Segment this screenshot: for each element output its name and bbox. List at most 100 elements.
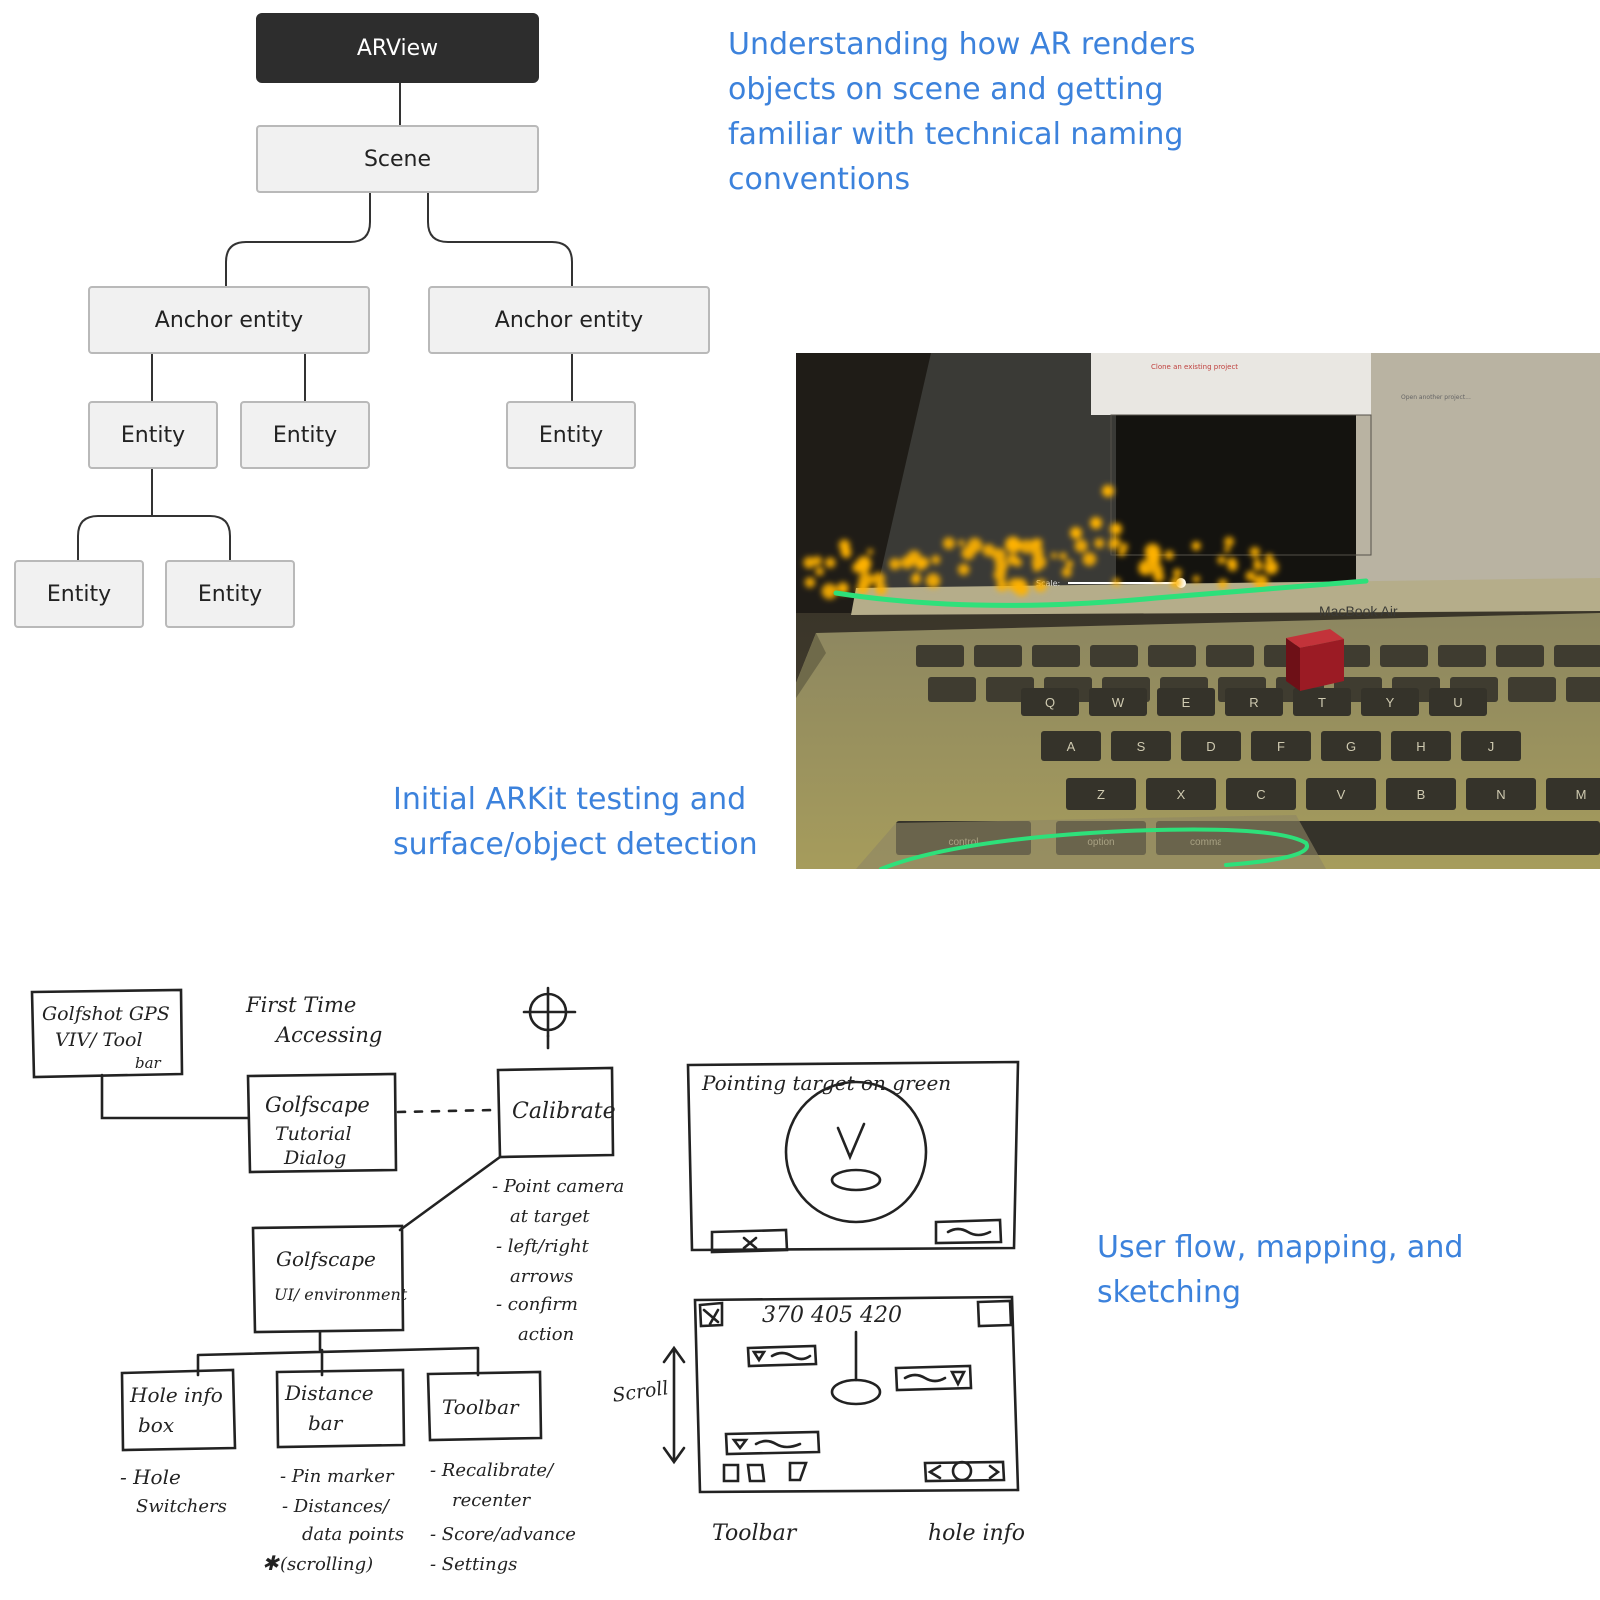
scene-label: Scene [363, 146, 432, 172]
feature-point [942, 537, 955, 550]
hole-info-caption: hole info [928, 1521, 1025, 1546]
anchor-entity-left-label: Anchor entity [154, 307, 304, 333]
feature-point [1253, 574, 1269, 590]
feature-point [1153, 571, 1165, 583]
feature-point [1050, 552, 1058, 559]
keyboard-key [1496, 645, 1544, 667]
hole-note-1: - Hole [120, 1465, 181, 1489]
keyboard-key [916, 645, 964, 667]
keyboard-key-label: M [1576, 787, 1587, 802]
feature-point [857, 556, 872, 571]
feature-point [1217, 555, 1226, 565]
anchor-entity-right: Anchor entity [428, 286, 710, 354]
arview-label: ARView [356, 35, 439, 61]
entity-node-e: Entity [165, 560, 295, 628]
distance-bar-box [275, 1368, 406, 1449]
screen-brand-label: MacBook Air [1319, 603, 1398, 619]
tutorial-line-1: Golfscape [265, 1093, 370, 1117]
calibrate-box [496, 1066, 615, 1159]
keyboard-key [1226, 778, 1296, 810]
dialog-text-1: Clone an existing project [1151, 363, 1238, 371]
feature-point [1110, 523, 1122, 535]
feature-point [1102, 485, 1114, 497]
entity-node-c: Entity [506, 401, 636, 469]
feature-point [1173, 568, 1182, 578]
feature-point [1138, 559, 1155, 576]
caption-arkit-testing: Initial ARKit testing and surface/object… [393, 782, 758, 862]
keyboard-key [1293, 688, 1351, 716]
detected-plane-outline-bottom [879, 827, 1309, 869]
keyboard-key-label: X [1177, 787, 1186, 802]
arview-node: ARView [256, 13, 539, 83]
feature-point [1034, 579, 1047, 592]
keyboard-key-label: D [1206, 739, 1215, 754]
keyboard-key [1041, 731, 1101, 761]
keyboard-key-label: W [1112, 695, 1125, 710]
keyboard-key [1380, 645, 1428, 667]
caption-user-flow: User flow, mapping, and sketching [1097, 1230, 1464, 1310]
keyboard-key-label: Q [1045, 695, 1055, 710]
keyboard-key-label: R [1249, 695, 1258, 710]
hole-info-line-1: Hole info [129, 1383, 223, 1407]
entity-label: Entity [120, 422, 186, 448]
feature-point [1031, 545, 1044, 558]
feature-point [958, 539, 965, 547]
keyboard-key [1181, 731, 1241, 761]
feature-point [872, 572, 886, 586]
keyboard-key-label: F [1277, 739, 1285, 754]
feature-point [1267, 564, 1276, 573]
tutorial-line-3: Dialog [283, 1147, 346, 1169]
feature-point [1019, 539, 1034, 554]
feature-point [1120, 542, 1129, 551]
tutorial-line-2: Tutorial [275, 1123, 352, 1145]
keyboard-key [1066, 778, 1136, 810]
feature-point [1059, 552, 1067, 560]
calibrate-note-5: - confirm [496, 1294, 578, 1315]
feature-point [996, 579, 1008, 592]
toolbar-box [426, 1370, 543, 1442]
keyboard-key-label: Y [1386, 695, 1395, 710]
checkbox-icon [698, 1301, 724, 1328]
calibrate-note-2: at target [510, 1206, 590, 1227]
ui-line-1: Golfscape [276, 1247, 376, 1271]
toolbar-note-1: - Recalibrate/ [430, 1460, 555, 1481]
feature-point [1191, 541, 1201, 551]
anchor-entity-right-label: Anchor entity [494, 307, 644, 333]
entity-node-d: Entity [14, 560, 144, 628]
keyboard-key-label: G [1346, 739, 1356, 754]
keyboard-key-label: E [1182, 695, 1191, 710]
ar-cube [1286, 629, 1344, 691]
feature-point [858, 572, 874, 588]
keyboard-key-label: J [1488, 739, 1495, 754]
keyboard-key [1090, 645, 1138, 667]
keyboard-key [974, 645, 1022, 667]
feature-point [1070, 527, 1082, 539]
sketch-annotations: Golfshot GPS VIV/ Tool bar First Time Ac… [42, 993, 1025, 1575]
feature-point [1074, 539, 1088, 553]
keyboard-key [1554, 645, 1600, 667]
user-flow-sketch: Golfshot GPS VIV/ Tool bar First Time Ac… [30, 986, 1025, 1575]
calibrate-note-3: - left/right [496, 1236, 590, 1257]
feature-point [907, 559, 915, 566]
feature-point [1192, 575, 1201, 583]
feature-point [842, 550, 851, 559]
feature-point [1253, 561, 1263, 571]
close-icon [710, 1228, 789, 1254]
entity-label: Entity [197, 581, 263, 607]
distance-note-1: - Pin marker [280, 1466, 395, 1487]
feature-point [1265, 553, 1274, 562]
keyboard-key [1148, 645, 1196, 667]
feature-point [1065, 560, 1074, 568]
feature-point [1227, 561, 1238, 572]
keyboard-key-label: H [1416, 739, 1425, 754]
keyboard-key-label: C [1256, 787, 1265, 802]
keyboard-key [1021, 688, 1079, 716]
keyboard-key [1225, 688, 1283, 716]
entity-label: Entity [46, 581, 112, 607]
calibrate-note-1: - Point camera [492, 1176, 624, 1197]
feature-point [931, 555, 941, 565]
feature-point [1164, 550, 1174, 560]
keyboard-key [1546, 778, 1600, 810]
feature-point [925, 573, 941, 588]
toolbar-caption: Toolbar [712, 1521, 798, 1546]
